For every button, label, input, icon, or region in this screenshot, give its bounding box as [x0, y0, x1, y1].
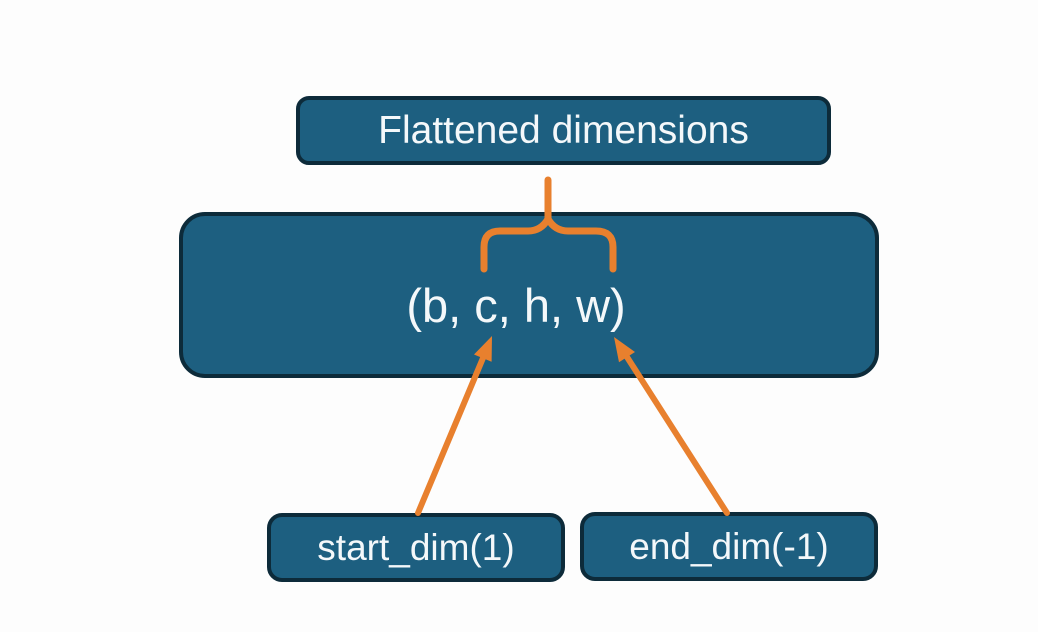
end-dim-label: end_dim(-1): [629, 525, 829, 567]
flattened-dimensions-label: Flattened dimensions: [378, 108, 749, 152]
start-dim-box: start_dim(1): [267, 513, 565, 582]
end-dim-box: end_dim(-1): [580, 512, 878, 581]
start-dim-arrow-shaft: [415, 355, 486, 516]
flattened-dimensions-box: Flattened dimensions: [296, 96, 831, 165]
tensor-shape-box: (b, c, h, w): [179, 212, 879, 378]
tensor-shape-label: (b, c, h, w): [406, 278, 626, 332]
end-dim-arrow-shaft: [624, 354, 730, 516]
start-dim-label: start_dim(1): [317, 526, 515, 568]
